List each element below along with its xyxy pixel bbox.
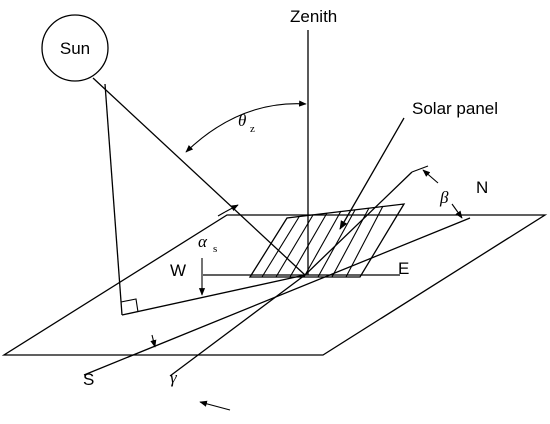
azimuth-lower-pointer [199, 400, 231, 411]
altitude-pointer [224, 204, 239, 213]
right-angle-marker [120, 298, 139, 313]
sun-vertical-drop [104, 83, 123, 316]
west-label: W [170, 261, 186, 280]
sun-ground-projection [121, 274, 306, 316]
tilt-angle-lower-pointer [451, 203, 463, 219]
panel-tilt-line [304, 171, 413, 276]
solar-panel-pointer [339, 117, 405, 230]
solar-panel [248, 203, 406, 278]
north-label: N [476, 178, 488, 197]
south-label: S [83, 370, 94, 389]
altitude-leader [217, 211, 226, 217]
azimuth-arc-pointer [150, 334, 157, 348]
tilt-angle-pointer [422, 169, 439, 184]
sun-ray-to-origin [92, 77, 306, 276]
ground-plane [1, 214, 548, 356]
tilt-extension [411, 165, 429, 173]
zenith-angle-subscript: z [250, 123, 255, 135]
azimuth-angle-symbol: γ [170, 368, 178, 387]
panel-normal-projection [169, 274, 306, 377]
east-label: E [398, 259, 409, 278]
altitude-angle-symbol: α [198, 232, 208, 251]
zenith-angle-symbol: θ [238, 111, 246, 130]
solar-panel-label: Solar panel [412, 99, 498, 118]
tilt-angle-symbol: β [439, 188, 449, 207]
zenith-label: Zenith [290, 7, 337, 26]
zenith-angle-arc [185, 100, 307, 153]
altitude-angle-subscript: s [213, 243, 217, 255]
sun-label: Sun [60, 39, 90, 58]
panel-hatching [261, 205, 384, 278]
sun-circle [41, 14, 109, 82]
